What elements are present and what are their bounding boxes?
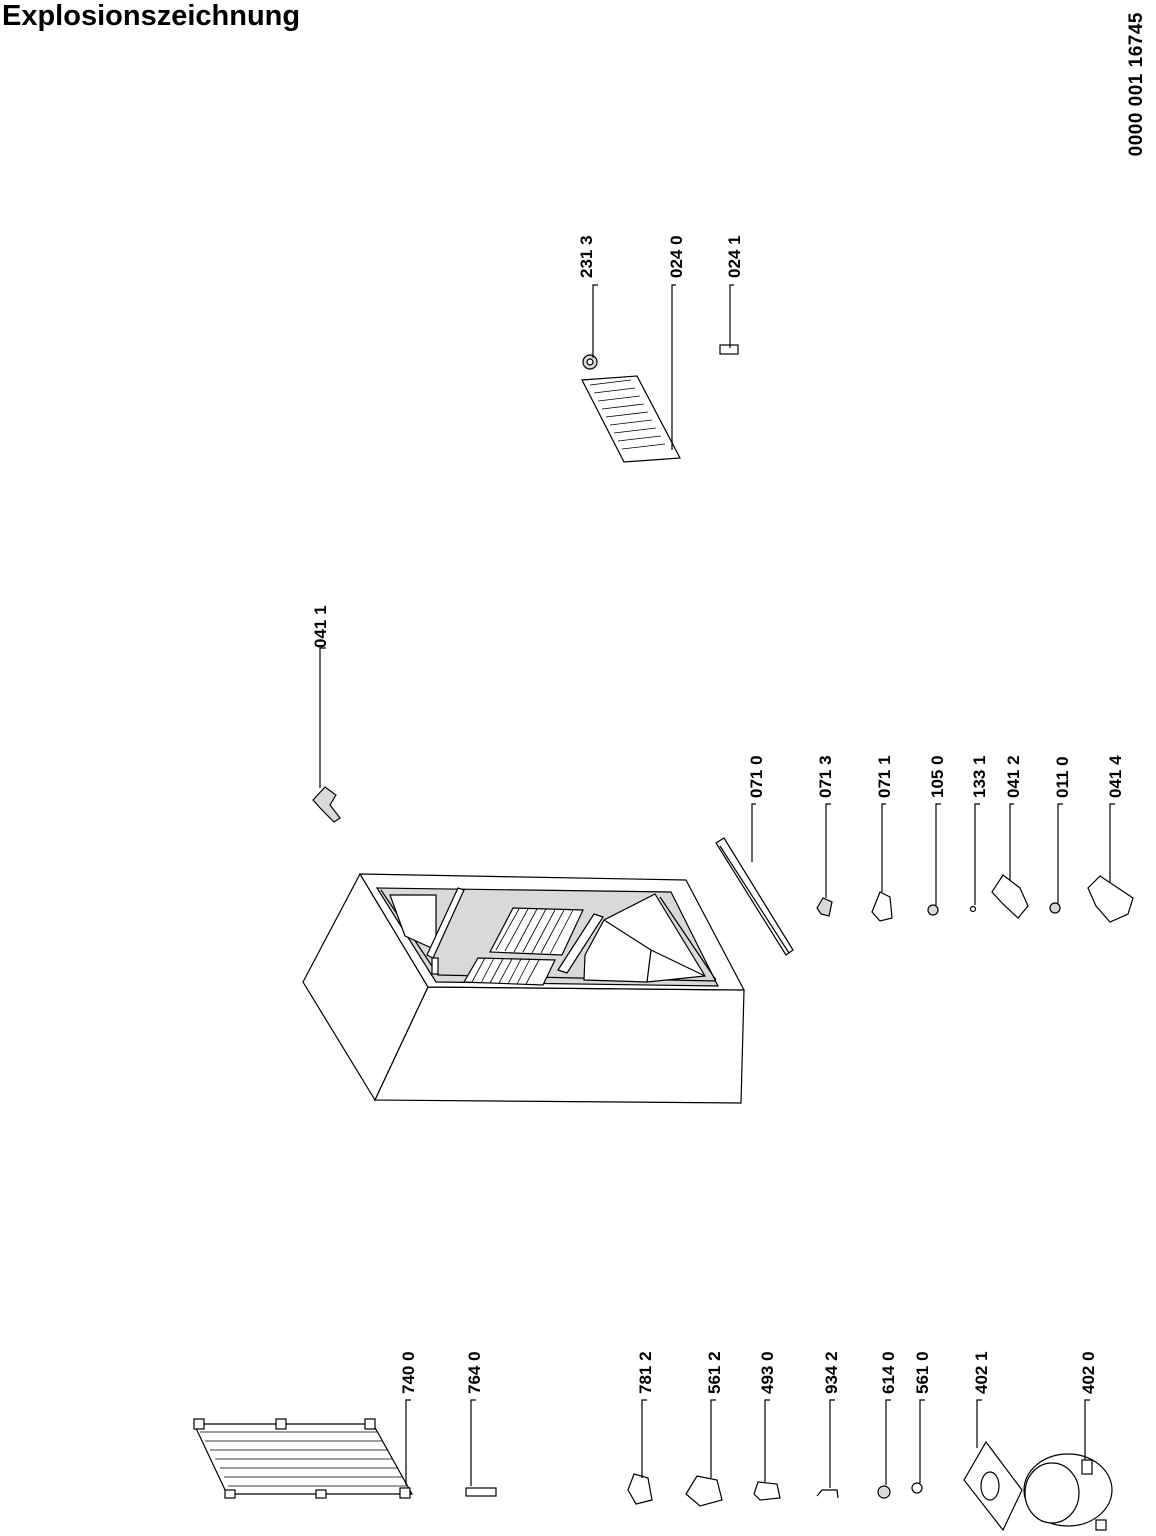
label-105-0: 105 0 <box>928 755 947 798</box>
label-011-0: 011 0 <box>1053 756 1072 798</box>
label-071-3: 071 3 <box>816 755 835 798</box>
label-740-0: 740 0 <box>399 1351 418 1394</box>
hinge-part-drawing <box>312 786 341 823</box>
label-781-2: 781 2 <box>636 1351 655 1394</box>
cabinet-drawing <box>302 872 745 1104</box>
electrical-parts-drawings <box>627 1473 923 1507</box>
label-024-1: 024 1 <box>725 235 744 278</box>
condenser-drawing <box>193 1418 414 1499</box>
compressor-drawing <box>1023 1453 1113 1531</box>
label-402-1: 402 1 <box>972 1351 991 1394</box>
leader-lines <box>319 284 1115 1488</box>
small-hardware-drawings <box>816 874 1134 923</box>
label-493-0: 493 0 <box>758 1351 777 1394</box>
label-561-2: 561 2 <box>705 1351 724 1394</box>
compressor-bracket-drawing <box>963 1440 1023 1532</box>
label-041-2: 041 2 <box>1004 755 1023 798</box>
label-024-0: 024 0 <box>667 235 686 278</box>
door-strip-drawing <box>715 837 794 956</box>
label-614-0: 614 0 <box>879 1351 898 1394</box>
label-071-0: 071 0 <box>747 755 766 798</box>
label-071-1: 071 1 <box>875 755 894 798</box>
part-labels: 231 3 024 0 024 1 041 1 071 0 071 3 071 … <box>311 235 1125 1394</box>
label-764-0: 764 0 <box>465 1351 484 1394</box>
cabinet-shelves <box>462 907 604 986</box>
grille-assembly <box>581 344 739 463</box>
drier-drawing <box>465 1487 497 1497</box>
label-934-2: 934 2 <box>822 1351 841 1394</box>
label-133-1: 133 1 <box>970 755 989 798</box>
label-561-0: 561 0 <box>913 1351 932 1394</box>
page-title: Explosionszeichnung <box>2 0 301 32</box>
label-041-4: 041 4 <box>1106 755 1125 798</box>
label-041-1: 041 1 <box>311 605 330 648</box>
label-231-3: 231 3 <box>577 235 596 278</box>
label-402-0: 402 0 <box>1079 1351 1098 1394</box>
